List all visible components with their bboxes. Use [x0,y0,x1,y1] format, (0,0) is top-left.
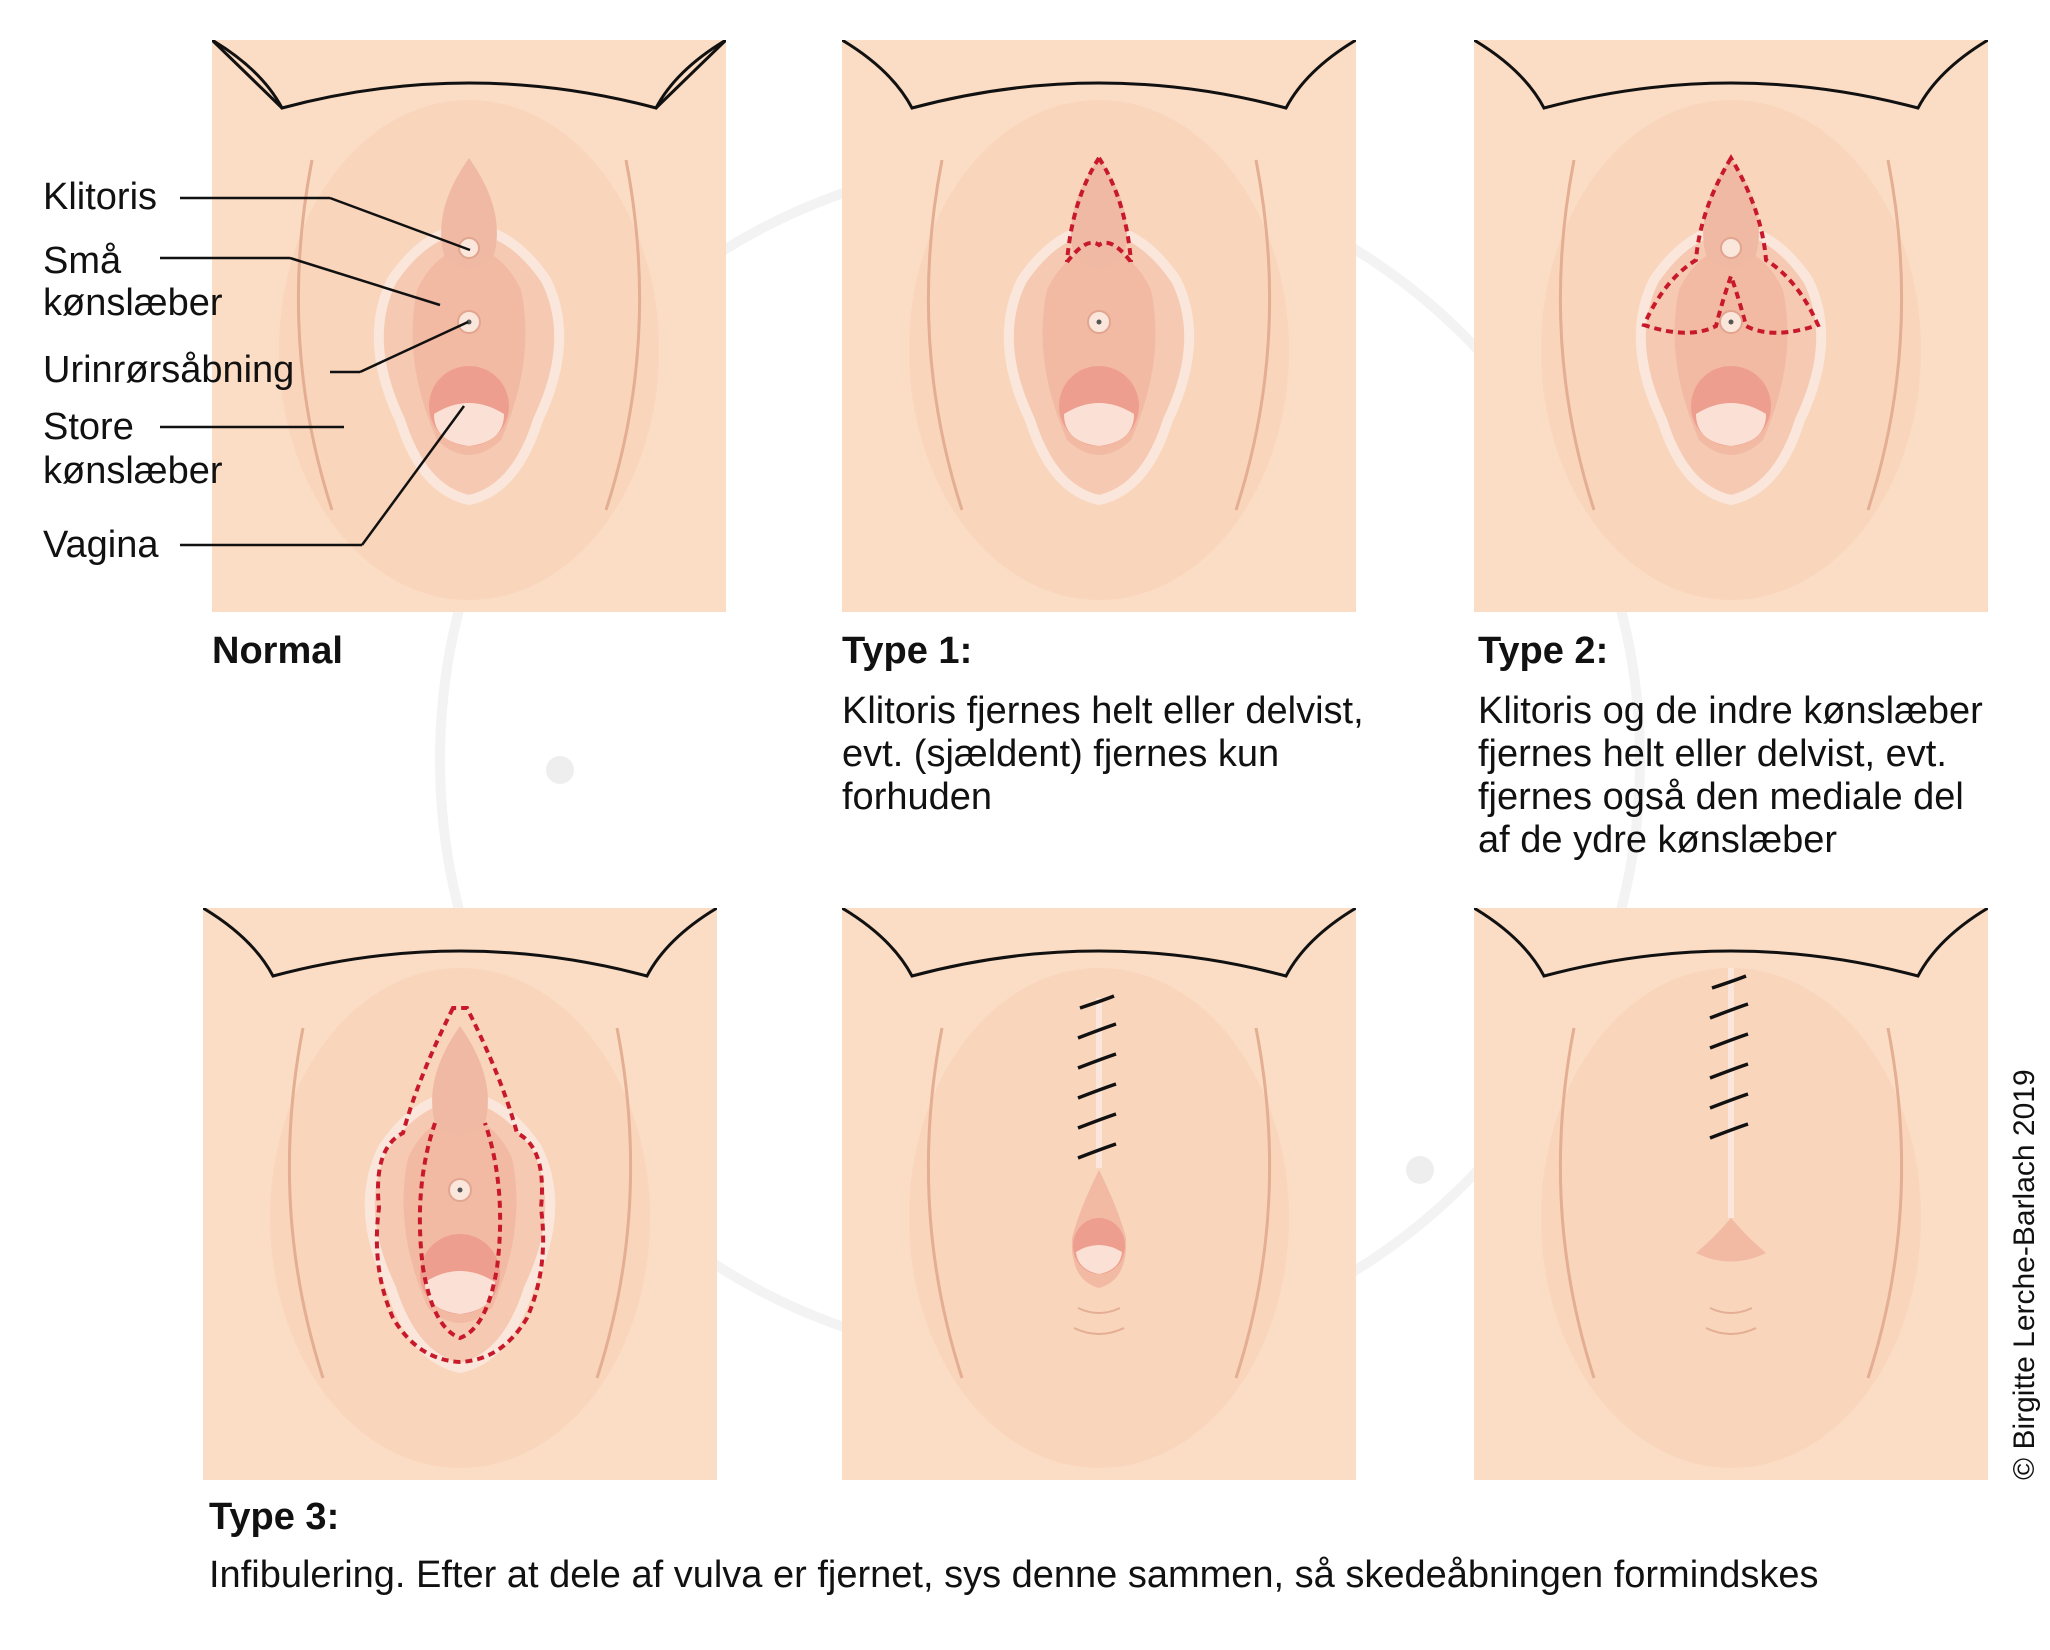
label-labia-minora-1: Små [43,240,122,282]
copyright-credit: © Birgitte Lerche-Barlach 2019 [2008,1069,2041,1480]
caption-type1-line-3: forhuden [842,776,993,818]
caption-type1-line-1: Klitoris fjernes helt eller delvist, [842,690,1364,732]
label-labia-majora-2: kønslæber [43,450,223,492]
caption-type2-heading: Type 2: [1478,630,1609,672]
caption-type1-line-2: evt. (sjældent) fjernes kun [842,733,1280,775]
label-vagina: Vagina [43,524,159,566]
vulva-type1-illustration [842,40,1356,612]
caption-type2-line-2: fjernes helt eller delvist, evt. [1478,733,1947,775]
label-clitoris: Klitoris [43,176,158,218]
label-urethra: Urinrørsåbning [43,349,295,391]
vulva-normal-illustration [212,40,726,612]
vulva-type3-excision-illustration [203,908,717,1480]
label-labia-minora-2: kønslæber [43,282,223,324]
panel-type1 [842,40,1356,612]
caption-type3-heading: Type 3: [209,1496,340,1538]
panel-normal [212,40,726,612]
vulva-type3-closed-illustration [1474,908,1988,1480]
label-labia-majora-1: Store [43,406,134,448]
panel-type3-closed [1474,908,1988,1480]
panel-type3-sutured [842,908,1356,1480]
caption-type2-line-1: Klitoris og de indre kønslæber [1478,690,1983,732]
caption-normal-heading: Normal [212,630,343,672]
panel-type2 [1474,40,1988,612]
caption-type3-line-1: Infibulering. Efter at dele af vulva er … [209,1554,1819,1596]
vulva-type2-illustration [1474,40,1988,612]
normal-label-leaders [160,196,471,547]
caption-type2-line-4: af de ydre kønslæber [1478,819,1838,861]
vulva-type3-sutured-illustration [842,908,1356,1480]
caption-type1-heading: Type 1: [842,630,973,672]
panel-type3-excision [203,908,717,1480]
caption-type2-line-3: fjernes også den mediale del [1478,776,1964,818]
